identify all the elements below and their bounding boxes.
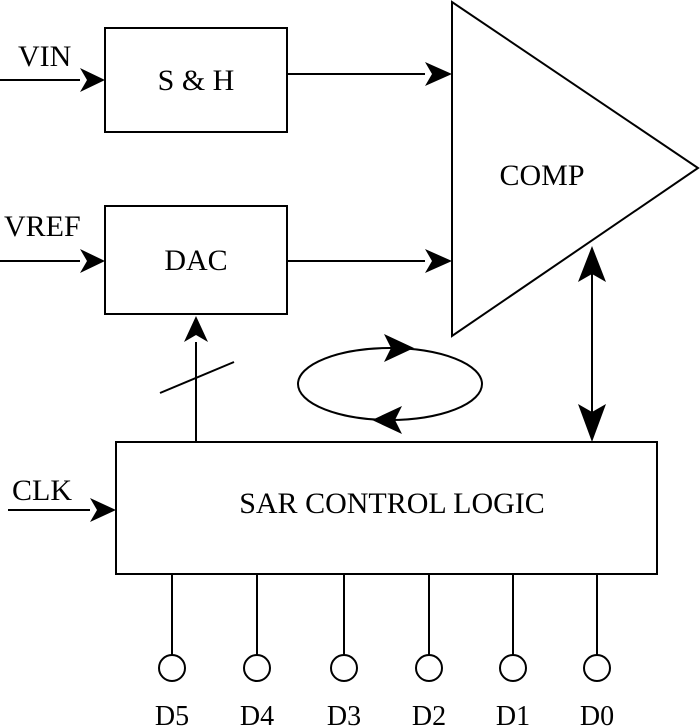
sample-hold-block [104,27,288,133]
output-pin-d0-label: D0 [580,701,614,728]
output-pin-d1-label: D1 [496,701,530,728]
output-pin-d3-label: D3 [327,701,361,728]
output-pin-d2: D2 [412,574,446,728]
comp-sar-arrowhead-up [578,246,606,282]
output-pin-d0: D0 [580,574,614,728]
sh-to-comp-arrowhead [425,62,452,86]
comparator-block [451,0,700,338]
sar-logic-block [115,441,658,575]
vin-arrowhead [80,68,105,92]
output-pin-d3: D3 [327,574,361,728]
vref-label: VREF [4,210,81,243]
output-pin-d1: D1 [496,574,530,728]
sar-logic-label: SAR CONTROL LOGIC [239,487,545,520]
dac-label: DAC [164,244,227,277]
loop-arrowhead-top [384,334,414,362]
output-pin-d1-terminal [499,654,527,682]
output-pin-d2-label: D2 [412,701,446,728]
output-pin-d5-terminal [158,654,186,682]
sample-hold-label: S & H [158,64,235,97]
output-pin-d5-label: D5 [155,701,189,728]
vref-arrowhead [80,249,105,273]
output-pin-d2-terminal [415,654,443,682]
vin-label: VIN [18,40,71,73]
output-pin-d0-terminal [583,654,611,682]
clk-arrowhead [90,498,116,522]
output-pin-d4-label: D4 [240,701,274,728]
comparator-label: COMP [499,159,584,192]
output-pin-d4-terminal [243,654,271,682]
sar-to-dac-arrowhead [184,316,208,342]
dac-to-comp-arrowhead [425,249,452,273]
comp-sar-arrowhead-down [578,404,606,442]
output-pin-d3-terminal [330,654,358,682]
output-pin-d5: D5 [155,574,189,728]
loop-arrowhead-bottom [372,406,402,434]
bus-slash [159,361,235,394]
output-pin-d4: D4 [240,574,274,728]
clk-label: CLK [12,474,72,507]
